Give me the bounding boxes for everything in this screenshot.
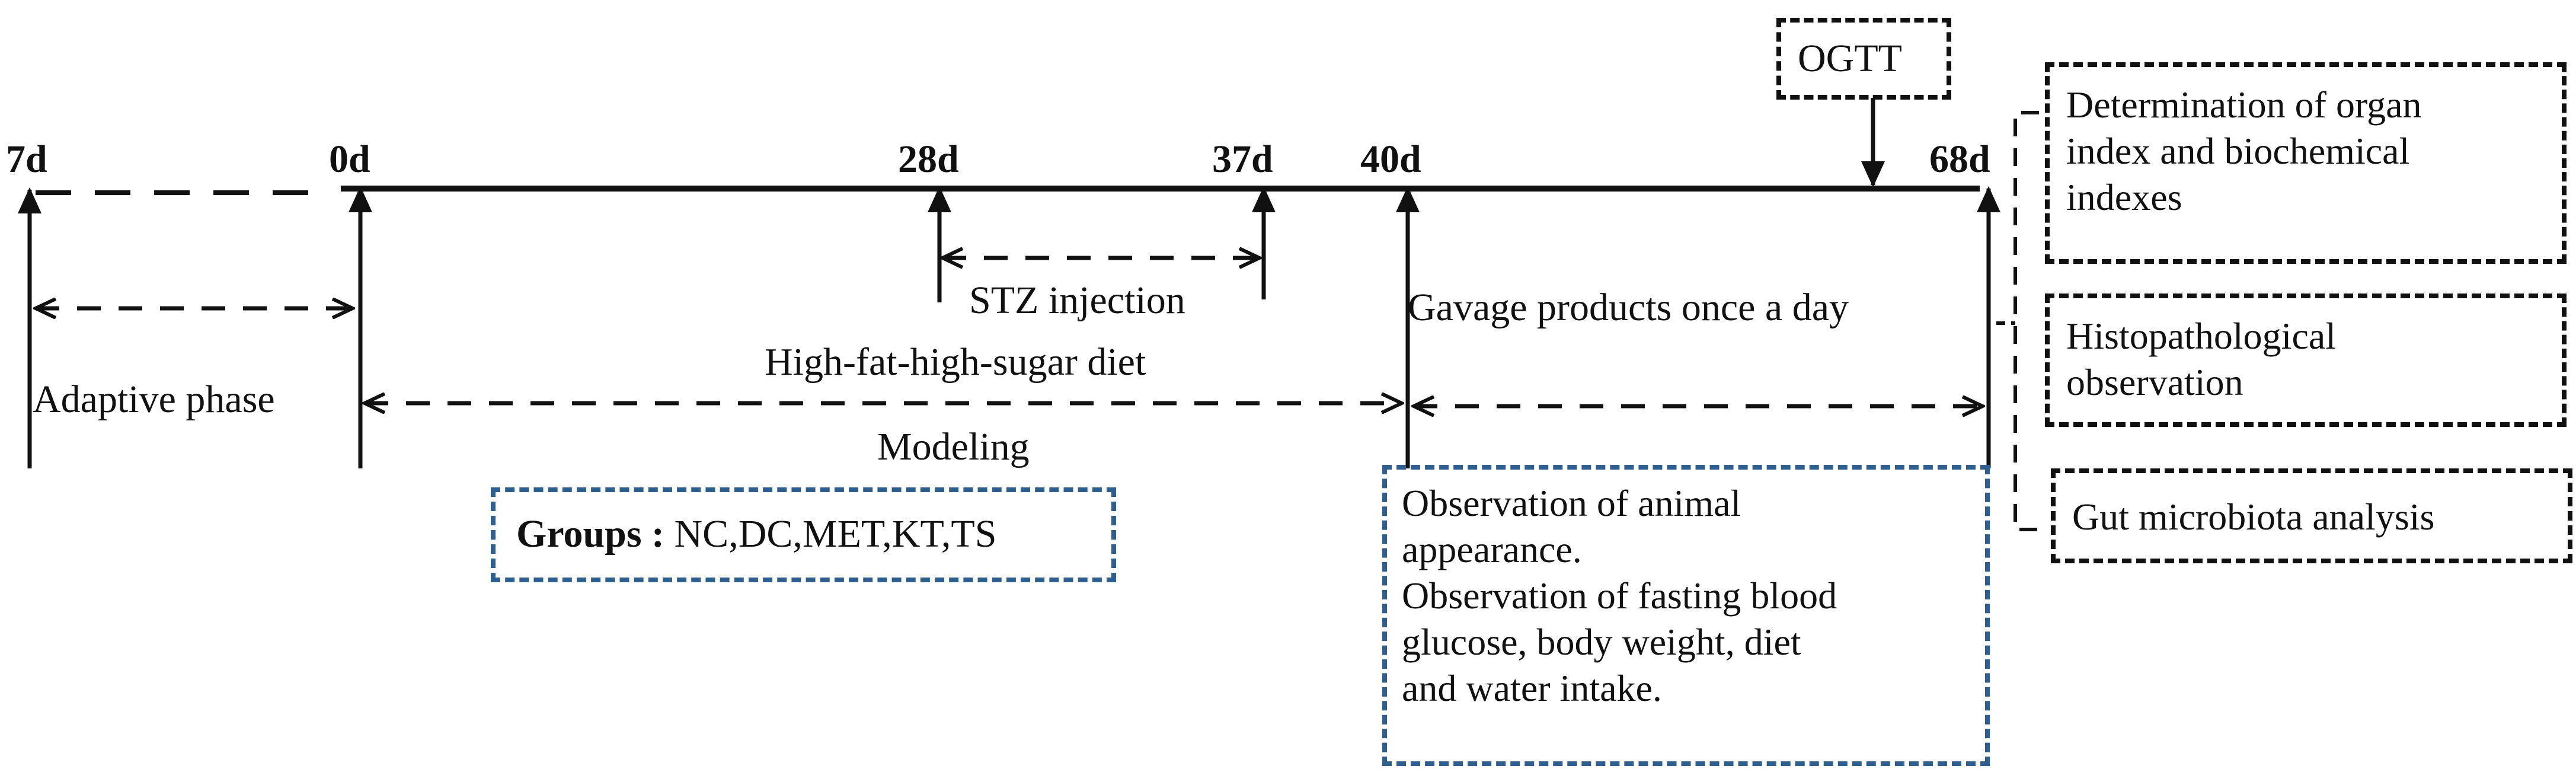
observation-line: and water intake. [1402, 667, 1662, 709]
tick-label-7d: 7d [6, 138, 47, 181]
tick-label-28d: 28d [898, 138, 959, 181]
endpoint-box-organ-index: Determination of organ index and biochem… [2045, 62, 2567, 264]
endpoint-line: Gut microbiota analysis [2072, 496, 2435, 538]
label-gavage: Gavage products once a day [1408, 286, 1849, 329]
tick-label-37d: 37d [1212, 138, 1273, 181]
ogtt-label: OGTT [1798, 37, 1902, 80]
observation-line: glucose, body weight, diet [1402, 621, 1801, 663]
groups-line: Groups : NC,DC,MET,KT,TS [516, 511, 996, 557]
observation-box: Observation of animal appearance. Observ… [1382, 465, 1990, 766]
endpoint-box-histopathology: Histopathological observation [2045, 294, 2567, 427]
endpoint-line: index and biochemical [2066, 130, 2410, 172]
endpoint-line: Histopathological [2066, 315, 2337, 357]
groups-value: NC,DC,MET,KT,TS [674, 512, 997, 556]
endpoint-text: Histopathological observation [2066, 313, 2336, 406]
groups-label: Groups : [516, 512, 665, 556]
observation-line: appearance. [1402, 528, 1582, 570]
endpoint-bracket [2014, 111, 2039, 531]
endpoint-text: Gut microbiota analysis [2072, 494, 2434, 540]
endpoint-text: Determination of organ index and biochem… [2066, 82, 2422, 221]
tick-label-40d: 40d [1360, 138, 1421, 181]
endpoint-line: observation [2066, 361, 2243, 403]
groups-box: Groups : NC,DC,MET,KT,TS [491, 487, 1116, 582]
tick-label-0d: 0d [329, 138, 370, 181]
observation-line: Observation of animal [1402, 482, 1741, 524]
observation-text: Observation of animal appearance. Observ… [1402, 480, 1837, 712]
endpoint-line: indexes [2066, 176, 2182, 218]
label-modeling: Modeling [877, 425, 1030, 468]
endpoint-box-gut-microbiota: Gut microbiota analysis [2051, 468, 2572, 563]
ogtt-box: OGTT [1776, 18, 1951, 100]
label-diet: High-fat-high-sugar diet [765, 340, 1146, 384]
label-adaptive-phase: Adaptive phase [33, 378, 275, 421]
label-stz-injection: STZ injection [969, 279, 1185, 322]
tick-label-68d: 68d [1929, 138, 1990, 181]
observation-line: Observation of fasting blood [1402, 575, 1837, 617]
endpoint-line: Determination of organ [2066, 84, 2422, 126]
